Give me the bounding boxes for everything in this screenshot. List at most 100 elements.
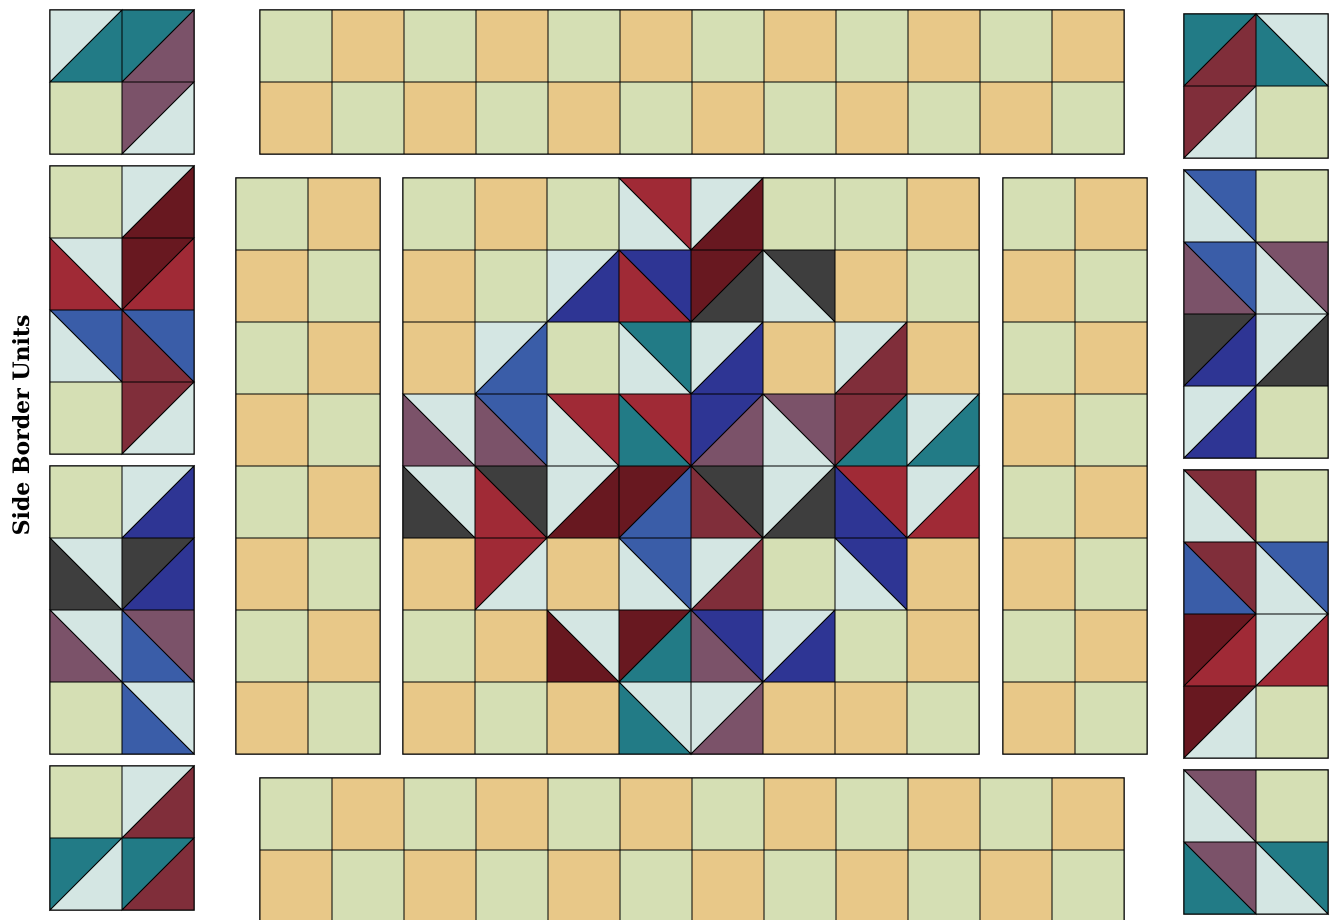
inner-right-border-cell [1075, 682, 1147, 754]
inner-left-border-cell [236, 322, 308, 394]
center-star-cell [835, 250, 907, 322]
center-star-cell [763, 538, 835, 610]
inner-left-border-cell [308, 322, 380, 394]
center-star-cell [403, 322, 475, 394]
bottom-border-cell [476, 778, 548, 850]
bottom-border-cell [332, 778, 404, 850]
top-border-cell [260, 82, 332, 154]
bottom-border-cell [476, 850, 548, 920]
bottom-border-cell [908, 778, 980, 850]
inner-left-border-cell [236, 466, 308, 538]
inner-right-border-cell [1003, 322, 1075, 394]
center-star-cell [547, 178, 619, 250]
top-border-cell [764, 82, 836, 154]
bottom-border-cell [1052, 778, 1124, 850]
inner-right-border-cell [1003, 610, 1075, 682]
inner-right-border-cell [1075, 610, 1147, 682]
top-border-cell [1052, 10, 1124, 82]
bottom-border-cell [980, 778, 1052, 850]
top-border-cell [764, 10, 836, 82]
inner-left-border-cell [308, 178, 380, 250]
top-border-cell [476, 10, 548, 82]
top-border-cell [692, 82, 764, 154]
center-star-cell [403, 250, 475, 322]
bottom-border-cell [836, 778, 908, 850]
bottom-border-cell [692, 850, 764, 920]
top-border-cell [836, 10, 908, 82]
inner-right-border-cell [1075, 178, 1147, 250]
center-star-cell [547, 322, 619, 394]
inner-right-border-cell [1075, 322, 1147, 394]
inner-left-border-cell [308, 394, 380, 466]
inner-left-border-cell [236, 682, 308, 754]
top-border-cell [332, 10, 404, 82]
inner-right-border-cell [1003, 538, 1075, 610]
center-star-cell [475, 250, 547, 322]
inner-left-border-cell [308, 682, 380, 754]
top-border-cell [620, 10, 692, 82]
top-border-cell [908, 10, 980, 82]
center-star-cell [403, 538, 475, 610]
inner-right-border-cell [1003, 682, 1075, 754]
side-border-units-label: Side Border Units [9, 315, 35, 536]
left-unit-2-cell [50, 166, 122, 238]
bottom-border-cell [548, 850, 620, 920]
inner-right-border-cell [1003, 178, 1075, 250]
center-star-cell [475, 178, 547, 250]
bottom-border-cell [836, 850, 908, 920]
bottom-border-cell [980, 850, 1052, 920]
inner-left-border-cell [308, 538, 380, 610]
left-unit-1-cell [50, 82, 122, 154]
bottom-border-cell [1052, 850, 1124, 920]
center-star-cell [547, 538, 619, 610]
bottom-border-cell [764, 778, 836, 850]
inner-left-border-cell [236, 250, 308, 322]
right-unit-4-cell [1256, 770, 1328, 842]
center-star-cell [835, 610, 907, 682]
top-border-cell [980, 10, 1052, 82]
bottom-border-cell [260, 778, 332, 850]
inner-right-border-cell [1075, 466, 1147, 538]
left-unit-2-cell [50, 382, 122, 454]
top-border-cell [332, 82, 404, 154]
top-border-cell [1052, 82, 1124, 154]
center-star-cell [835, 682, 907, 754]
inner-left-border-cell [236, 178, 308, 250]
right-unit-2-cell [1256, 386, 1328, 458]
inner-right-border-cell [1003, 466, 1075, 538]
bottom-border-cell [332, 850, 404, 920]
center-star-cell [763, 322, 835, 394]
center-star-cell [475, 610, 547, 682]
top-border-cell [980, 82, 1052, 154]
right-unit-3-cell [1256, 686, 1328, 758]
inner-left-border-cell [308, 250, 380, 322]
bottom-border-cell [764, 850, 836, 920]
center-star-cell [835, 178, 907, 250]
top-border-cell [692, 10, 764, 82]
inner-right-border-cell [1003, 394, 1075, 466]
top-border-cell [836, 82, 908, 154]
inner-right-border-cell [1075, 394, 1147, 466]
left-unit-4-cell [50, 766, 122, 838]
inner-left-border-cell [308, 466, 380, 538]
bottom-border-cell [692, 778, 764, 850]
center-star-cell [907, 322, 979, 394]
bottom-border-cell [404, 850, 476, 920]
center-star-cell [907, 610, 979, 682]
center-star-cell [547, 682, 619, 754]
top-border-cell [404, 10, 476, 82]
center-star-cell [907, 538, 979, 610]
bottom-border-cell [260, 850, 332, 920]
left-unit-3-cell [50, 466, 122, 538]
inner-right-border-cell [1003, 250, 1075, 322]
left-unit-3-cell [50, 682, 122, 754]
bottom-border-cell [620, 778, 692, 850]
top-border-cell [548, 82, 620, 154]
inner-right-border-cell [1075, 250, 1147, 322]
center-star-cell [403, 610, 475, 682]
center-star-cell [403, 178, 475, 250]
right-unit-3-cell [1256, 470, 1328, 542]
center-star-cell [907, 178, 979, 250]
inner-left-border-cell [236, 538, 308, 610]
